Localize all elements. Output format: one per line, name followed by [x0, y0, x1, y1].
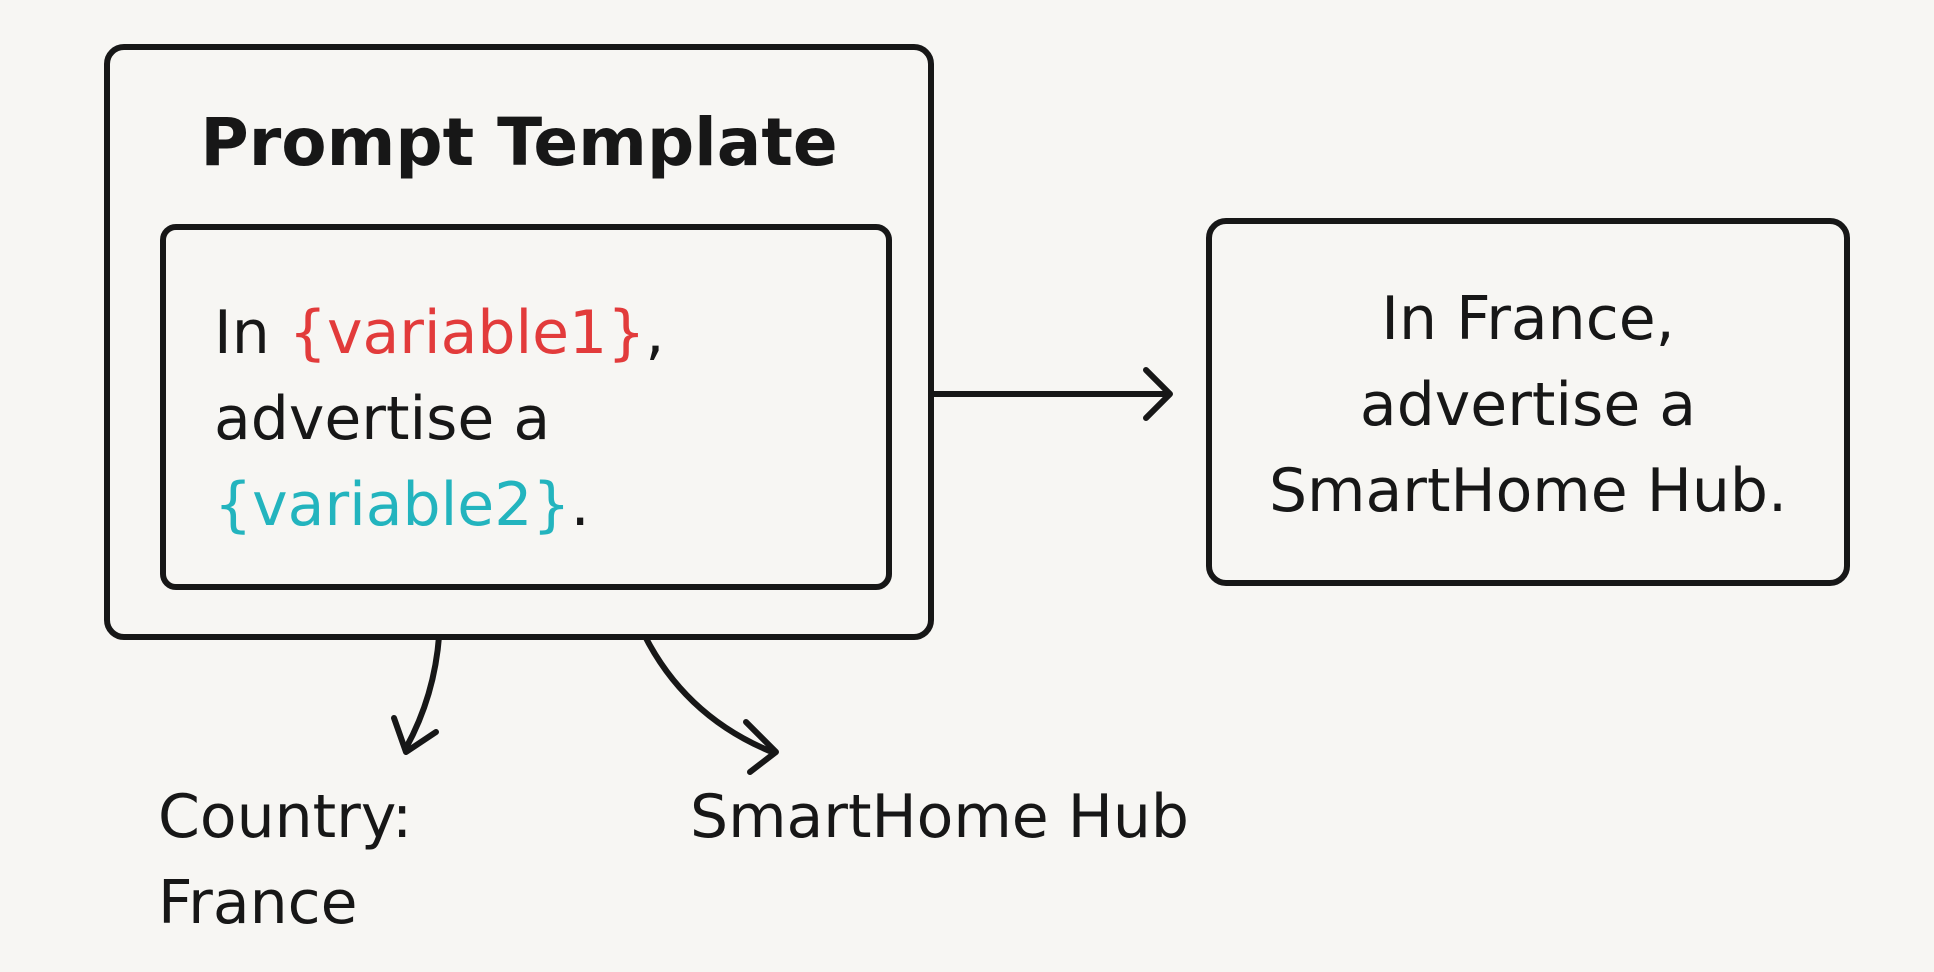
variable1-value-line-2: France [158, 868, 358, 938]
variable1-value-label: Country: France [158, 774, 412, 946]
template-text-box: In {variable1}, advertise a {variable2}. [160, 224, 892, 590]
template-line3-suffix: . [570, 470, 590, 540]
template-line1-prefix: In [214, 298, 289, 368]
output-line-1: In France, [1381, 284, 1675, 354]
output-text: In France, advertise a SmartHome Hub. [1212, 276, 1844, 534]
output-prompt-box: In France, advertise a SmartHome Hub. [1206, 218, 1850, 586]
template-line-3: {variable2}. [214, 462, 664, 548]
template-line1-suffix: , [645, 298, 665, 368]
arrow-template-to-output [931, 367, 1173, 421]
variable1-placeholder: {variable1} [288, 298, 646, 368]
template-line-2: advertise a [214, 384, 551, 454]
variable1-value-line-1: Country: [158, 782, 413, 852]
template-title: Prompt Template [200, 104, 838, 181]
output-line-3: SmartHome Hub. [1268, 456, 1788, 526]
variable2-placeholder: {variable2} [214, 470, 571, 540]
variable2-value-label: SmartHome Hub [690, 782, 1189, 852]
output-line-2: advertise a [1359, 370, 1697, 440]
template-line-1: In {variable1}, [214, 290, 664, 376]
template-text: In {variable1}, advertise a {variable2}. [214, 290, 664, 548]
prompt-template-box: Prompt Template In {variable1}, advertis… [104, 44, 934, 640]
